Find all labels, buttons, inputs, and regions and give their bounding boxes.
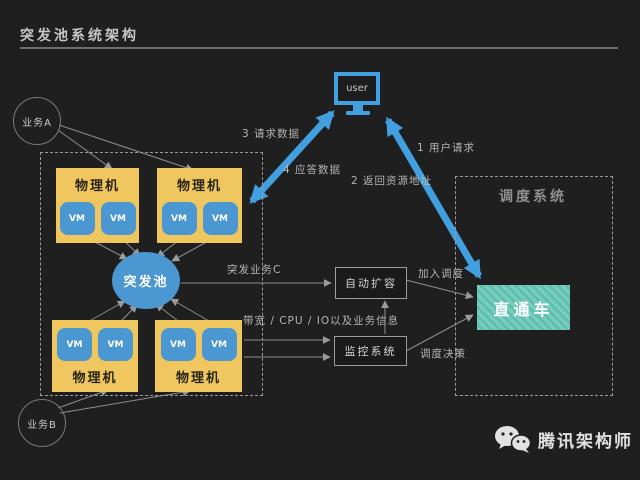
brand-footer: 腾讯架构师 (494, 424, 633, 454)
vm-node: VM (100, 202, 136, 235)
wechat-icon (495, 426, 532, 453)
node-business-a: 业务A (13, 97, 61, 145)
physical-machine-box: VM VM 物理机 (52, 320, 138, 392)
edge-label-join-scheduling: 加入调度 (418, 268, 464, 280)
vm-label: VM (69, 213, 85, 224)
node-burst-pool: 突发池 (112, 252, 180, 309)
vm-label: VM (107, 339, 124, 350)
vm-label: VM (212, 213, 228, 224)
physical-machine-label: 物理机 (72, 371, 118, 386)
vm-node: VM (201, 328, 237, 361)
title-underline (20, 47, 618, 49)
physical-machine-label: 物理机 (175, 371, 221, 386)
edge-label-user-request: 1 用户请求 (417, 142, 476, 154)
user-monitor-icon: user (334, 72, 380, 105)
physical-machine-box: VM VM 物理机 (155, 320, 242, 392)
burst-pool-region (40, 152, 263, 396)
vm-label: VM (171, 213, 187, 224)
scheduling-region (455, 176, 613, 396)
scheduling-region-label: 调度系统 (499, 189, 567, 205)
physical-machine-box: 物理机 VM VM (56, 168, 139, 243)
node-monitor-system: 监控系统 (334, 336, 407, 366)
vm-node: VM (59, 202, 95, 235)
edge-label-metrics-info: 带宽 / CPU / IO以及业务信息 (243, 315, 400, 327)
edge-label-response-data: 4 应答数据 (283, 164, 342, 176)
auto-scale-label: 自动扩容 (345, 277, 397, 290)
monitor-stand-base-icon (346, 111, 370, 115)
vm-node: VM (161, 202, 197, 235)
burst-pool-label: 突发池 (123, 275, 169, 290)
physical-machine-label: 物理机 (74, 179, 120, 194)
node-through-train: 直通车 (477, 285, 570, 330)
vm-label: VM (170, 339, 186, 350)
through-train-label: 直通车 (493, 299, 554, 319)
edge-label-request-data: 3 请求数据 (242, 128, 301, 140)
vm-label: VM (110, 213, 126, 224)
monitor-stand-neck-icon (353, 105, 363, 111)
page-title: 突发池系统架构 (20, 28, 139, 44)
brand-name: 腾讯架构师 (538, 431, 633, 452)
vm-label: VM (211, 339, 227, 350)
edge-label-return-resource: 2 返回资源地址 (351, 175, 433, 187)
edge-label-scheduling-decision: 调度决策 (420, 348, 466, 360)
physical-machine-box: 物理机 VM VM (157, 168, 242, 243)
edge-label-burst-business-c: 突发业务C (227, 264, 282, 276)
business-b-label: 业务B (27, 419, 57, 431)
vm-node: VM (202, 202, 238, 235)
user-label: user (346, 83, 368, 94)
vm-node: VM (98, 328, 133, 361)
vm-node: VM (57, 328, 92, 361)
physical-machine-label: 物理机 (176, 179, 222, 194)
node-business-b: 业务B (18, 399, 66, 447)
monitor-system-label: 监控系统 (344, 345, 397, 358)
node-auto-scale: 自动扩容 (335, 267, 407, 299)
vm-label: VM (66, 339, 83, 350)
business-a-label: 业务A (22, 117, 52, 129)
vm-node: VM (160, 328, 196, 361)
